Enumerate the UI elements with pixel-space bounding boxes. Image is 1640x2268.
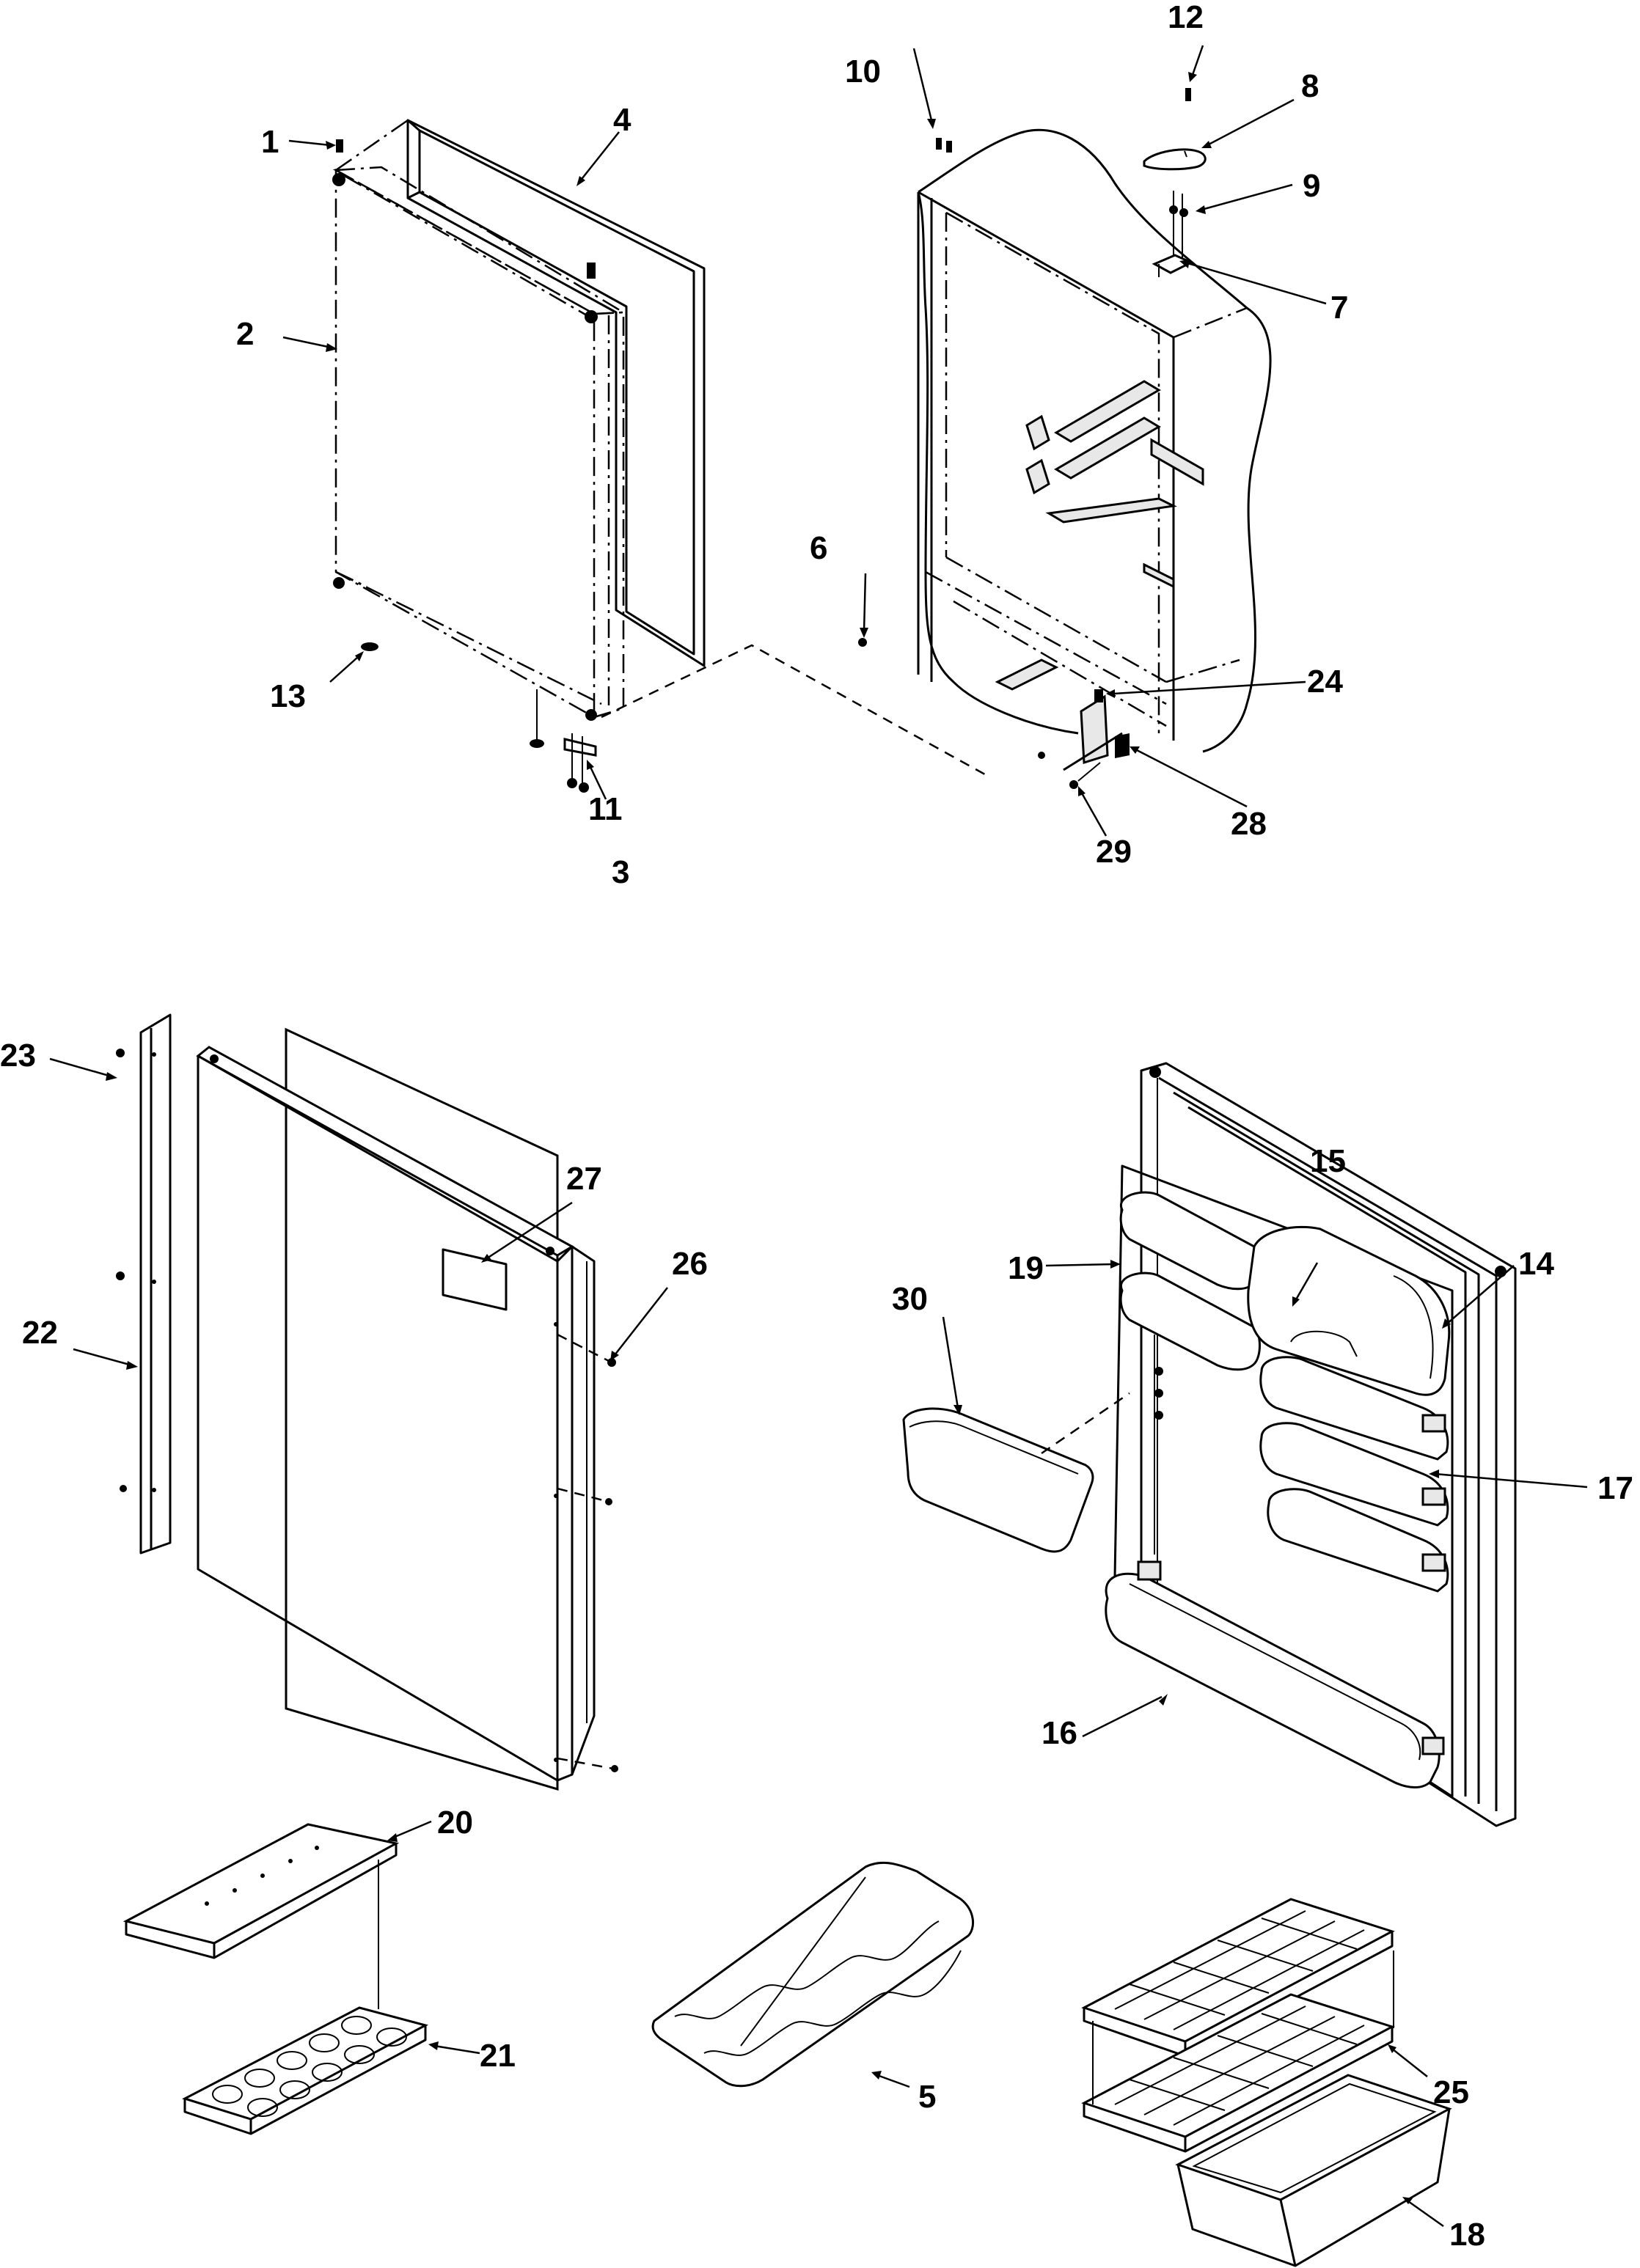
callout-28: 28 [1231, 806, 1267, 842]
callout-3: 3 [612, 854, 629, 890]
callout-9: 9 [1303, 168, 1320, 204]
door-hinge-hardware [336, 139, 597, 793]
accessory-shelf [122, 1823, 400, 2009]
callout-8: 8 [1301, 68, 1319, 104]
dairy-compartment [1247, 1226, 1451, 1396]
callout-16: 16 [1042, 1715, 1077, 1751]
callout-6: 6 [810, 530, 827, 566]
callout-1: 1 [261, 124, 279, 160]
ice-tray-lower [1081, 1950, 1395, 2153]
ice-bin [1175, 2074, 1452, 2267]
callout-29: 29 [1096, 834, 1132, 870]
callout-4: 4 [613, 102, 632, 138]
egg-tray [182, 2006, 429, 2135]
callout-23: 23 [0, 1038, 36, 1074]
callout-7: 7 [1330, 290, 1348, 326]
callout-27: 27 [566, 1161, 602, 1197]
utility-bin [902, 1392, 1130, 1553]
inner-door-liner-assembly [1105, 1062, 1517, 1827]
freezer-door-panel [332, 166, 627, 721]
top-hinge [1152, 191, 1194, 277]
leader-lines [49, 45, 1588, 2228]
callout-13: 13 [270, 678, 306, 714]
freezer-door-gasket [406, 119, 706, 667]
hinge-cover-cap [1143, 148, 1207, 171]
bottom-door-bin [1105, 1560, 1445, 1788]
callout-19: 19 [1008, 1250, 1044, 1286]
callout-15: 15 [1310, 1143, 1346, 1179]
callout-12: 12 [1168, 0, 1204, 35]
cabinet-assembly [858, 88, 1272, 789]
cabinet-frame [917, 191, 1248, 741]
callout-21: 21 [480, 2038, 516, 2074]
callout-11: 11 [588, 791, 623, 827]
callout-10: 10 [845, 54, 881, 89]
callout-2: 2 [236, 316, 254, 352]
callout-20: 20 [437, 1805, 473, 1841]
callout-22: 22 [22, 1315, 58, 1351]
bottom-hinge [1038, 689, 1130, 789]
bottle-rack [651, 1861, 975, 2088]
callout-25: 25 [1433, 2074, 1469, 2110]
ice-tray-upper [1081, 1898, 1395, 2058]
cabinet-shelf-supports [995, 380, 1204, 691]
callout-30: 30 [892, 1281, 928, 1317]
callout-24: 24 [1307, 664, 1343, 700]
callout-5: 5 [918, 2079, 936, 2115]
freezer-door-assembly [332, 119, 991, 793]
callout-17: 17 [1597, 1470, 1633, 1506]
refrigerator-door-assembly [116, 1013, 618, 1791]
refrigerator-door-panel [196, 1027, 618, 1791]
callout-14: 14 [1518, 1246, 1554, 1282]
callout-26: 26 [672, 1246, 708, 1282]
door-shelf-large [1259, 1356, 1449, 1593]
callout-18: 18 [1449, 2217, 1485, 2253]
door-handle [116, 1013, 172, 1555]
